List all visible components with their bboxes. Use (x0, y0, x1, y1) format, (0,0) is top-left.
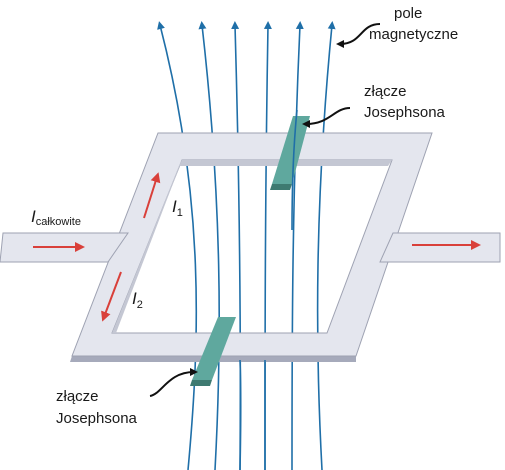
field-line-2 (198, 21, 221, 470)
leader-junction-top (302, 107, 351, 128)
arrow-i2 (101, 271, 122, 322)
label-i1: I1 (172, 197, 183, 219)
field-lines-front (239, 109, 298, 470)
leaders (149, 23, 381, 397)
leader-field (336, 23, 381, 48)
field-line-5 (291, 21, 304, 470)
field-lines-back (157, 21, 336, 470)
label-junction-bottom: złącze Josephsona (56, 388, 138, 427)
label-field: pole magnetyczne (369, 5, 458, 43)
arrow-i1 (143, 172, 161, 219)
leader-junction-bottom (149, 368, 198, 397)
field-line-3 (231, 21, 242, 470)
label-junction-top: złącze Josephsona (364, 83, 446, 121)
label-total-current: Icałkowite (31, 207, 81, 228)
superconducting-loop (0, 132, 501, 362)
current-arrows (33, 172, 481, 322)
label-i2: I2 (132, 289, 143, 311)
junction-top (270, 116, 310, 190)
field-line-6 (316, 21, 336, 470)
field-line-1 (157, 21, 198, 470)
junction-bottom (190, 317, 236, 386)
